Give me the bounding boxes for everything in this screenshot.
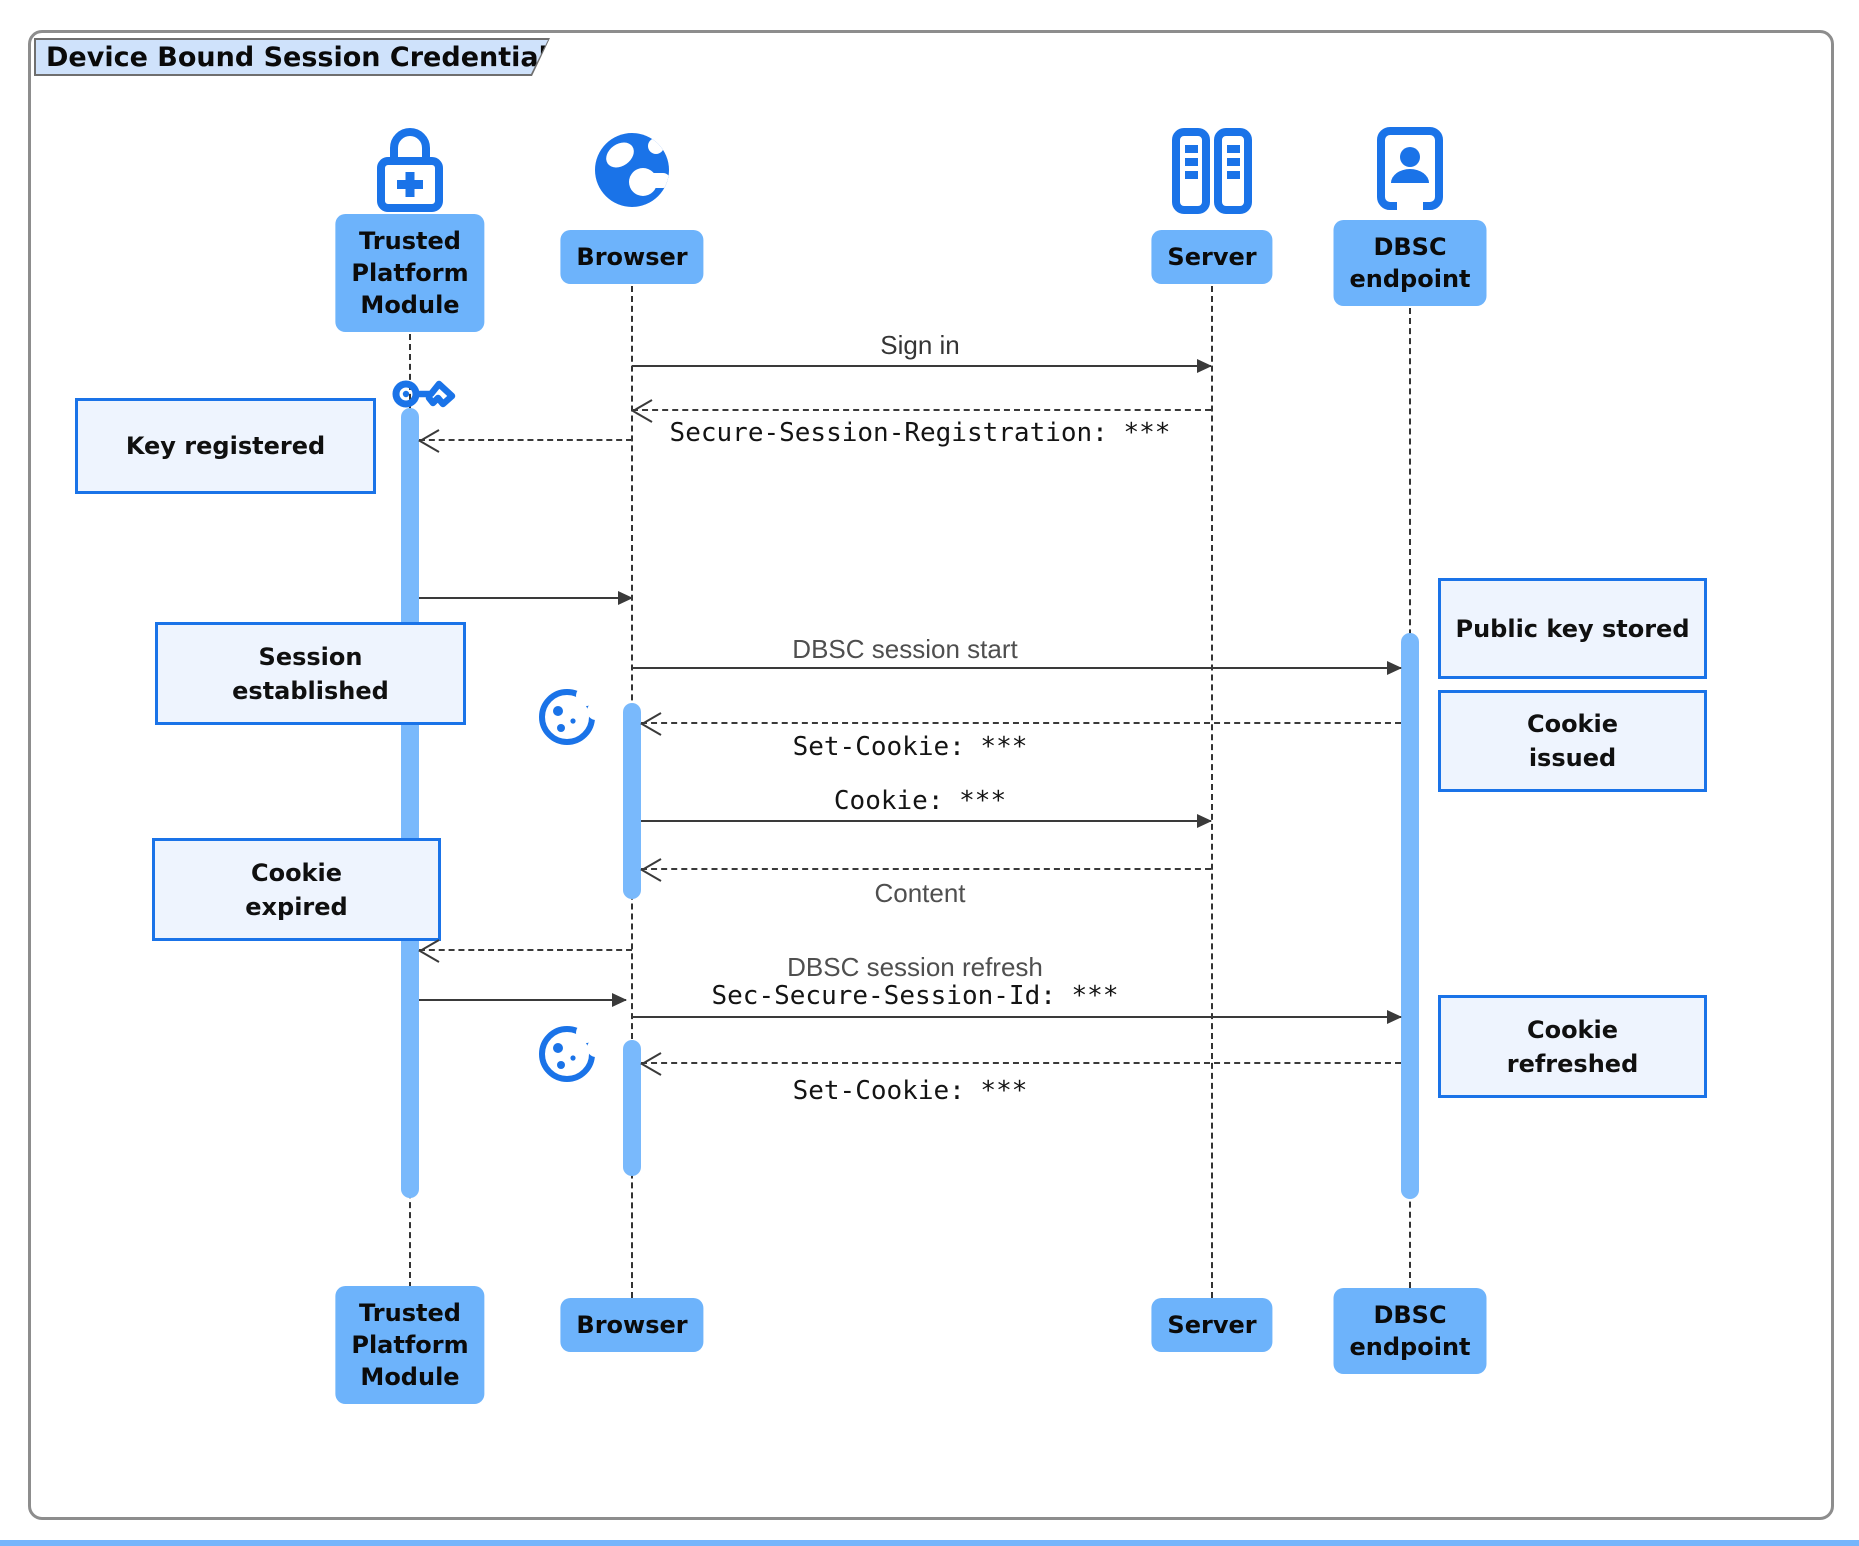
- arrowhead-icon: [640, 858, 662, 882]
- message-arrow-cookie: [641, 814, 1212, 828]
- message-label-secure-session-registration: Secure-Session-Registration: ***: [669, 418, 1171, 448]
- message-arrow-secure-session-registration: [631, 399, 1211, 423]
- actor-label-browser-top: Browser: [560, 230, 704, 284]
- note-cookie-expired: Cookie expired: [152, 838, 441, 941]
- note-line: expired: [245, 892, 348, 921]
- actor-label-line: Browser: [576, 243, 688, 271]
- actor-label-browser-bottom: Browser: [560, 1298, 704, 1352]
- arrowhead-icon: [612, 993, 627, 1007]
- actor-label-tpm-bottom: Trusted Platform Module: [335, 1286, 485, 1404]
- actor-label-line: Platform: [351, 1331, 469, 1359]
- message-arrow-browser-to-tpm-2: [418, 939, 632, 963]
- cookie-icon: [539, 686, 598, 745]
- activation-bar-tpm: [401, 408, 419, 1198]
- message-arrow-set-cookie-1: [640, 712, 1401, 736]
- actor-label-server-bottom: Server: [1151, 1298, 1273, 1352]
- actor-label-line: Server: [1167, 243, 1257, 271]
- note-line: Key registered: [125, 432, 326, 460]
- actor-label-dbsc-bottom: DBSC endpoint: [1333, 1288, 1487, 1374]
- arrowhead-icon: [418, 939, 440, 963]
- globe-icon: [595, 133, 669, 207]
- arrowhead-icon: [418, 429, 440, 453]
- actor-label-line: Trusted: [359, 227, 461, 255]
- message-arrow-tpm-to-browser-2: [419, 993, 627, 1007]
- message-label-set-cookie-2: Set-Cookie: ***: [792, 1076, 1028, 1106]
- arrowhead-icon: [640, 712, 662, 736]
- arrowhead-icon: [1387, 1010, 1402, 1024]
- note-cookie-refreshed: Cookie refreshed: [1438, 995, 1707, 1098]
- diagram-title-ribbon: Device Bound Session Credentials flow: [34, 38, 550, 76]
- actor-label-server-top: Server: [1151, 230, 1273, 284]
- note-line: Cookie: [1526, 710, 1619, 738]
- arrowhead-icon: [631, 399, 653, 423]
- arrowhead-icon: [1197, 359, 1212, 373]
- message-label-dbsc-session-start: DBSC session start: [792, 634, 1018, 664]
- arrowhead-icon: [1197, 814, 1212, 828]
- actor-label-dbsc-top: DBSC endpoint: [1333, 220, 1487, 306]
- actor-label-line: Browser: [576, 1311, 688, 1339]
- actor-label-line: Server: [1167, 1311, 1257, 1339]
- message-arrow-browser-to-tpm-1: [418, 429, 632, 453]
- actor-label-line: endpoint: [1349, 265, 1471, 293]
- bottom-edge-line: [0, 1540, 1859, 1546]
- note-line: Cookie: [250, 858, 343, 887]
- activation-bar-browser-1: [623, 703, 641, 899]
- arrowhead-icon: [640, 1052, 662, 1076]
- actor-label-line: DBSC: [1373, 233, 1447, 261]
- actor-label-line: Module: [360, 291, 460, 319]
- arrowhead-icon: [1387, 661, 1402, 675]
- actor-label-line: Platform: [351, 259, 469, 287]
- message-arrow-sign-in: [632, 359, 1212, 373]
- actor-label-line: Trusted: [359, 1299, 461, 1327]
- lifeline-server: [1211, 286, 1213, 1298]
- note-line: Cookie: [1526, 1015, 1619, 1044]
- key-icon: [392, 380, 456, 408]
- note-session-established: Session established: [155, 622, 466, 725]
- note-key-registered: Key registered: [75, 398, 376, 494]
- message-label-dbsc-session-refresh: DBSC session refresh: [787, 952, 1043, 982]
- message-label-sign-in: Sign in: [880, 330, 960, 360]
- message-label-cookie: Cookie: ***: [833, 786, 1007, 816]
- note-public-key-stored: Public key stored: [1438, 578, 1707, 679]
- message-arrow-set-cookie-2: [640, 1052, 1401, 1076]
- note-cookie-issued: Cookie issued: [1438, 690, 1707, 792]
- note-line: issued: [1528, 744, 1617, 772]
- message-label-set-cookie-1: Set-Cookie: ***: [792, 732, 1028, 762]
- message-arrow-dbsc-session-start: [632, 661, 1402, 675]
- cookie-icon: [539, 1023, 598, 1082]
- actor-label-line: endpoint: [1349, 1333, 1471, 1361]
- activation-bar-browser-2: [623, 1040, 641, 1176]
- message-arrow-tpm-to-browser-1: [419, 591, 633, 605]
- actor-label-tpm-top: Trusted Platform Module: [335, 214, 485, 332]
- person-badge-icon: [1377, 127, 1443, 212]
- arrowhead-icon: [618, 591, 633, 605]
- message-label-content: Content: [874, 878, 966, 908]
- note-line: Session: [258, 642, 363, 671]
- server-rack-icon: [1172, 128, 1252, 214]
- message-label-sec-secure-session-id: Sec-Secure-Session-Id: ***: [711, 981, 1119, 1011]
- diagram-title: Device Bound Session Credentials flow: [36, 40, 548, 74]
- note-line: refreshed: [1506, 1049, 1639, 1078]
- actor-label-line: DBSC: [1373, 1301, 1447, 1329]
- note-line: Public key stored: [1455, 614, 1690, 643]
- note-line: established: [232, 676, 389, 705]
- message-arrow-content: [640, 858, 1211, 882]
- lock-plus-icon: [377, 128, 443, 212]
- activation-bar-dbsc: [1401, 633, 1419, 1199]
- actor-label-line: Module: [360, 1363, 460, 1391]
- message-arrow-dbsc-session-refresh: [632, 1010, 1402, 1024]
